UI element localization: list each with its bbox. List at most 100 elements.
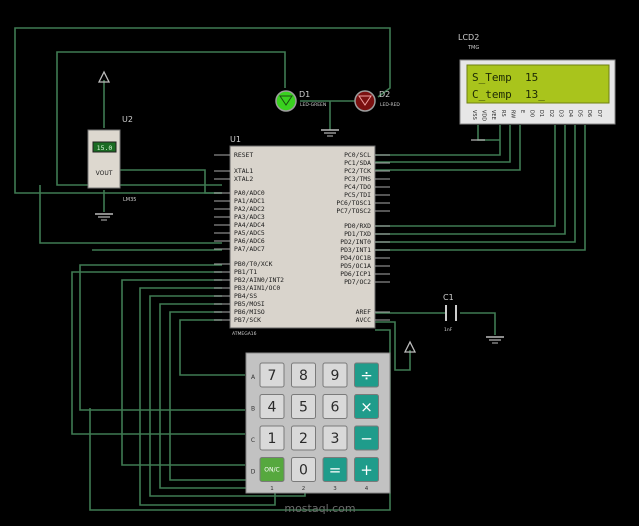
mcu-left-pin-label: PB3/AIN1/OC0 xyxy=(234,284,280,292)
mcu-ref: U1 xyxy=(230,135,241,144)
led-d2-part: LED-RED xyxy=(380,102,400,108)
mcu-right-pin-label: PC6/TOSC1 xyxy=(336,199,371,207)
keypad-col-label: 2 xyxy=(302,486,306,492)
mcu-left-pin-label: XTAL1 xyxy=(234,167,253,175)
keypad-key-label: × xyxy=(360,398,373,416)
keypad-row-label: C xyxy=(251,437,255,444)
sensor-part: LM35 xyxy=(123,197,136,203)
lcd-pin-label: D4 xyxy=(567,110,573,117)
mcu-right-pin-label: PD7/OC2 xyxy=(344,278,371,286)
keypad-key-face xyxy=(322,394,348,419)
lcd-pin-label: RS xyxy=(500,110,506,117)
led-d1[interactable]: D1 LED-GREEN xyxy=(275,90,326,112)
mcu-left-pin-label: PA7/ADC7 xyxy=(234,245,265,253)
led-d1-part: LED-GREEN xyxy=(300,102,326,108)
keypad-key-label: 4 xyxy=(268,400,277,416)
keypad-key[interactable]: 4 xyxy=(259,394,285,419)
keypad-key[interactable]: 3 xyxy=(322,425,348,451)
mcu-right-pin-label: PC1/SDA xyxy=(344,159,371,167)
keypad-key-label: 9 xyxy=(331,368,340,384)
mcu-left-pin-label: PB4/SS xyxy=(234,292,257,300)
keypad-key[interactable]: 1 xyxy=(259,425,285,451)
mcu-left-pin-label: PB5/MOSI xyxy=(234,300,265,308)
keypad-key[interactable]: 7 xyxy=(259,362,285,388)
mcu-left-pin-label: PA6/ADC6 xyxy=(234,237,265,245)
sensor-ref: U2 xyxy=(122,115,133,124)
keypad-key-face xyxy=(259,425,285,451)
keypad-key-face xyxy=(291,394,316,419)
keypad-key[interactable]: × xyxy=(354,394,379,419)
keypad-key[interactable]: 6 xyxy=(322,394,348,419)
lcd-pin-label: D5 xyxy=(577,110,583,117)
keypad-key-face xyxy=(259,362,285,388)
lcd-pin-label: D0 xyxy=(529,110,535,117)
keypad-key-label: 0 xyxy=(299,463,308,479)
keypad-key[interactable]: + xyxy=(354,457,379,482)
mcu-left-pin-label: PB2/AIN0/INT2 xyxy=(234,276,284,284)
keypad-key[interactable]: = xyxy=(322,457,348,482)
lcd-pin-label: VSS xyxy=(471,110,477,120)
lcd-line-1: S_Temp 15 xyxy=(472,71,538,84)
mcu-right-pin-label: PC7/TOSC2 xyxy=(336,207,371,215)
mcu-right-pin-label: PD4/OC1B xyxy=(340,254,371,262)
mcu-right-pin-label: PD0/RXD xyxy=(344,222,371,230)
mcu-left-pin-label: PB1/T1 xyxy=(234,268,257,276)
keypad-key-face xyxy=(291,457,316,482)
keypad-key-face xyxy=(259,457,285,482)
mcu-left-pin-label: PB7/SCK xyxy=(234,316,261,324)
keypad-key-label: 6 xyxy=(331,400,340,416)
mcu-right-pin-label: PD2/INT0 xyxy=(340,238,371,246)
mcu-right-pin-label: PC4/TDO xyxy=(344,183,371,191)
keypad-key-face xyxy=(322,457,348,482)
mcu-right-pin-label: PD5/OC1A xyxy=(340,262,371,270)
mcu-left-pins: RESETXTAL1XTAL2PA0/ADC0PA1/ADC1PA2/ADC2P… xyxy=(214,151,284,324)
keypad-key-label: ÷ xyxy=(360,366,373,384)
keypad-key-face xyxy=(322,425,348,451)
mcu-left-pin-label: PA2/ADC2 xyxy=(234,205,265,213)
mcu-right-pin-label: PC3/TMS xyxy=(344,175,371,183)
sensor-reading: 15.0 xyxy=(97,144,113,152)
keypad-key[interactable]: 8 xyxy=(291,362,316,388)
keypad-key-label: 1 xyxy=(268,431,277,447)
keypad-key-face xyxy=(354,362,379,388)
led-d2[interactable]: D2 LED-RED xyxy=(354,90,400,112)
keypad-key[interactable]: − xyxy=(354,425,379,451)
keypad-key-label: 7 xyxy=(268,368,277,384)
keypad-key-face xyxy=(322,362,348,388)
keypad-key-label: − xyxy=(360,429,373,447)
lcd-pin-label: E xyxy=(519,110,525,113)
capacitor-ref: C1 xyxy=(443,293,454,302)
keypad-key-label: + xyxy=(360,461,373,479)
keypad-key-face xyxy=(354,425,379,451)
keypad-key[interactable]: ON/C xyxy=(259,457,285,482)
lcd-pin-label: D1 xyxy=(538,110,544,117)
mcu-left-pin-label: PA5/ADC5 xyxy=(234,229,265,237)
keypad-key-label: 5 xyxy=(299,400,308,416)
keypad-key[interactable]: 0 xyxy=(291,457,316,482)
keypad-row-label: D xyxy=(251,469,256,476)
lcd-pin-label: D7 xyxy=(596,110,602,117)
keypad-key[interactable]: 9 xyxy=(322,362,348,388)
lcd-pin-label: VEE xyxy=(490,110,496,120)
keypad-key[interactable]: 2 xyxy=(291,425,316,451)
mcu-u1[interactable]: U1 ATMEGA16 RESETXTAL1XTAL2PA0/ADC0PA1/A… xyxy=(214,135,390,337)
watermark: mostaql.com xyxy=(284,502,355,515)
led-d1-ref: D1 xyxy=(299,90,310,99)
keypad-key-face xyxy=(259,394,285,419)
mcu-left-pin-label: PA3/ADC3 xyxy=(234,213,265,221)
power-arrows xyxy=(97,70,417,353)
capacitor-c1[interactable]: C1 1nF xyxy=(443,293,457,333)
keypad-key-label: 3 xyxy=(331,431,340,447)
led-d2-ref: D2 xyxy=(379,90,390,99)
lcd-pin-label: RW xyxy=(509,110,515,118)
keypad-key[interactable]: ÷ xyxy=(354,362,379,388)
mcu-part: ATMEGA16 xyxy=(232,331,257,337)
keypad-key[interactable]: 5 xyxy=(291,394,316,419)
temp-sensor-u2[interactable]: U2 15.0 VOUT LM35 xyxy=(87,115,136,203)
